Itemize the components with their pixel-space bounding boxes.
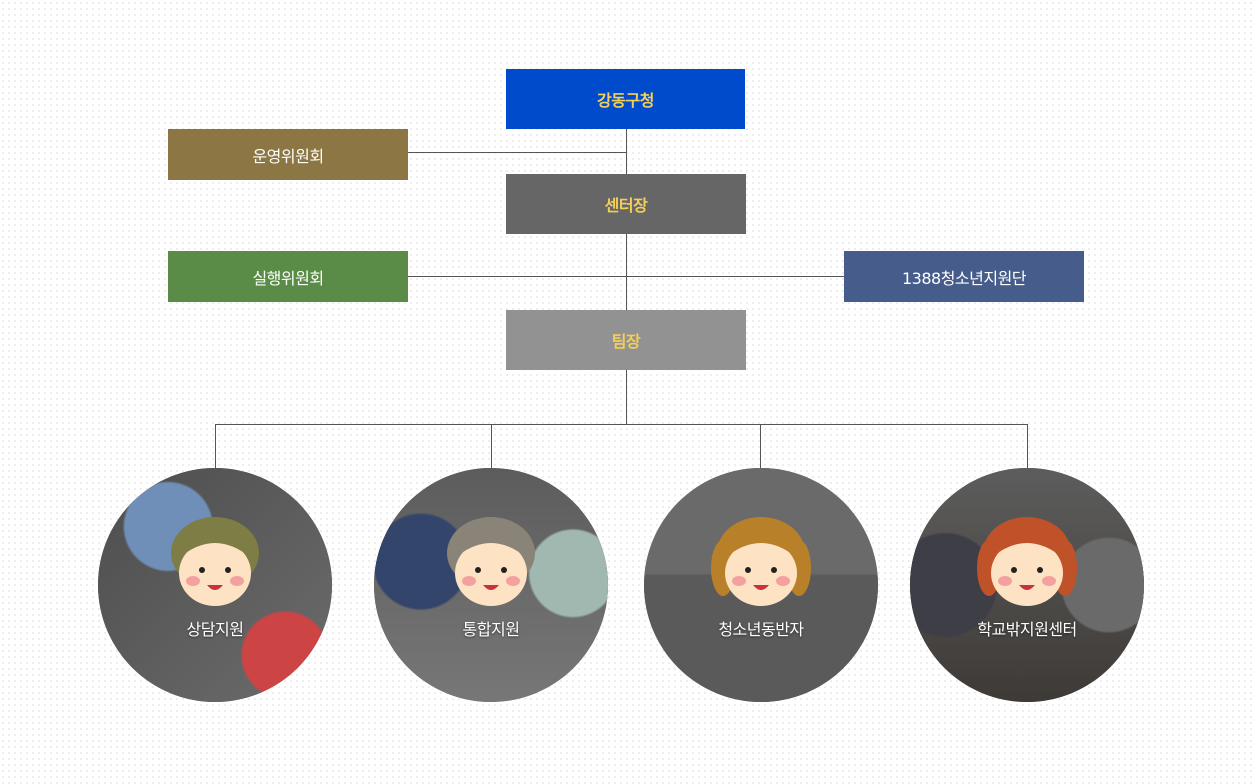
department-label: 청소년동반자: [718, 620, 804, 639]
node-center-director: 센터장: [506, 174, 746, 234]
department-1: 상담지원: [98, 468, 332, 702]
department-label: 통합지원: [462, 620, 520, 639]
department-label: 학교밖지원센터: [977, 620, 1077, 639]
connector-steering: [408, 152, 626, 153]
cartoon-face-icon: [977, 517, 1077, 606]
connector-dept-4: [1027, 424, 1028, 468]
department-2: 통합지원: [374, 468, 608, 702]
connector-dept-1: [215, 424, 216, 468]
connector-main-vertical: [626, 129, 627, 425]
department-3: 청소년동반자: [644, 468, 878, 702]
cartoon-face-icon: [711, 517, 811, 606]
cartoon-face-icon: [447, 517, 535, 606]
node-steering-committee: 운영위원회: [168, 129, 408, 180]
connector-executive-support: [408, 276, 844, 277]
node-district-office: 강동구청: [506, 69, 745, 129]
connector-departments: [215, 424, 1028, 425]
department-4: 학교밖지원센터: [910, 468, 1144, 702]
node-team-leader: 팀장: [506, 310, 746, 370]
connector-dept-3: [760, 424, 761, 468]
node-executive-committee: 실행위원회: [168, 251, 408, 302]
node-youth-support-team: 1388청소년지원단: [844, 251, 1084, 302]
department-label: 상담지원: [186, 620, 244, 639]
cartoon-face-icon: [171, 517, 259, 606]
connector-dept-2: [491, 424, 492, 468]
